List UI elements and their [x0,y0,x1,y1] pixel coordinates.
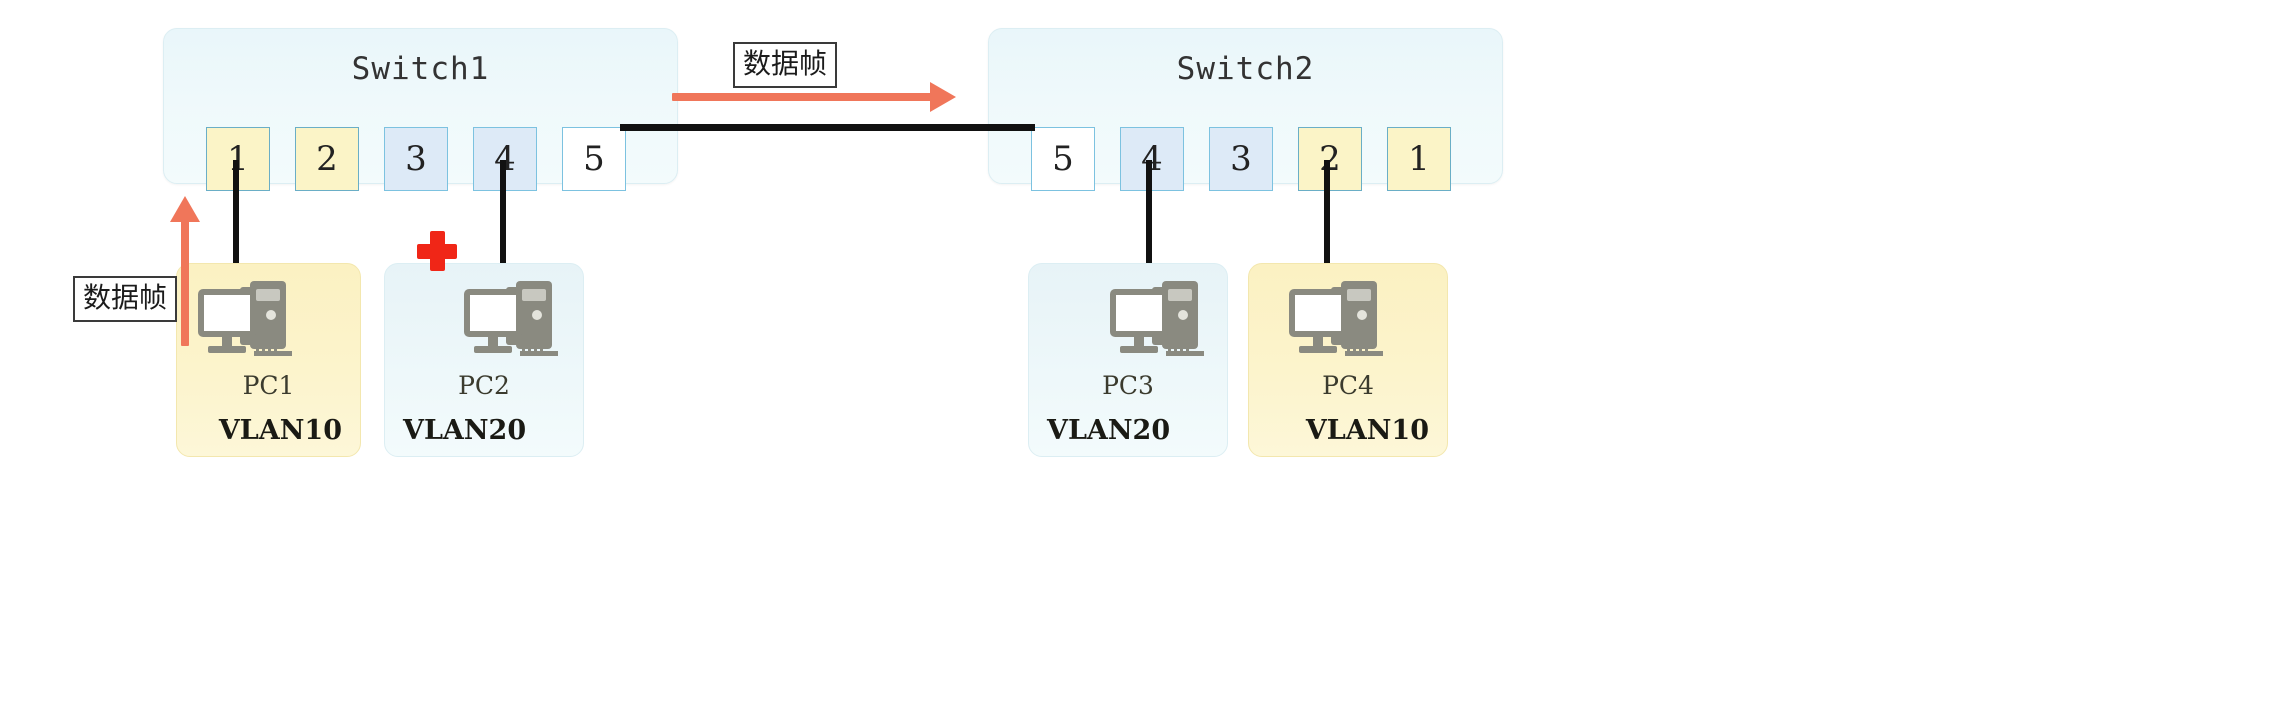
switch2-chassis[interactable]: Switch2 5 4 3 2 1 [988,28,1503,191]
flow-arrow-shaft [672,93,934,101]
source-frame-flow-arrow [170,196,200,346]
host-label-pc4: PC4 [1322,371,1374,400]
pc3-computer-icon [1108,277,1228,371]
pc2-computer-icon [462,277,582,371]
switch2-title: Switch2 [1176,51,1315,87]
link-pc1-to-switch1-port1 [233,160,239,300]
source-frame-label-text: 数据帧 [83,281,168,314]
vlan-badge-pc3: VLAN20 [1047,415,1171,446]
host-label-pc1: PC1 [242,371,295,400]
link-pc3-to-switch2-port4 [1146,160,1152,300]
pc1-computer-icon [196,277,316,371]
flow-arrow-shaft [181,220,189,346]
flow-arrow-head [930,82,956,112]
switch1-title: Switch1 [351,51,490,87]
switch1-port-row: 1 2 3 4 5 [206,127,626,191]
switch2-port-3[interactable]: 3 [1209,127,1273,191]
switch1-chassis[interactable]: Switch1 1 2 3 4 5 [163,28,678,191]
port-spacer [1362,159,1387,160]
port-spacer [1273,159,1298,160]
switch2-port-2[interactable]: 2 [1298,127,1362,191]
switch2-port-row: 5 4 3 2 1 [1031,127,1451,191]
switch1-port-2[interactable]: 2 [295,127,359,191]
port-spacer [1184,159,1209,160]
vlan-badge-pc2: VLAN20 [403,415,527,446]
flow-arrow-head [170,196,200,222]
trunk-frame-label-text: 数据帧 [743,47,828,80]
trunk-frame-flow-arrow [672,82,962,112]
switch1-port-5[interactable]: 5 [562,127,626,191]
trunk-frame-label: 数据帧 [733,42,838,89]
link-pc2-to-switch1-port4 [500,160,506,300]
host-label-pc2: PC2 [458,371,510,400]
blocked-cross-icon [417,231,457,271]
cross-bar-vertical [430,231,445,271]
port-spacer [359,159,384,160]
port-spacer [448,159,473,160]
port-spacer [270,159,295,160]
pc4-computer-icon [1287,277,1407,371]
switch2-port-1[interactable]: 1 [1387,127,1451,191]
source-frame-label: 数据帧 [73,276,178,323]
host-label-pc3: PC3 [1102,371,1154,400]
port-spacer [1095,159,1120,160]
vlan-badge-pc4: VLAN10 [1305,415,1429,446]
port-spacer [537,159,562,160]
trunk-link-cable [620,124,1035,131]
switch1-port-3[interactable]: 3 [384,127,448,191]
switch2-port-4[interactable]: 4 [1120,127,1184,191]
vlan-badge-pc1: VLAN10 [218,415,342,446]
link-pc4-to-switch2-port2 [1324,160,1330,300]
switch2-port-5[interactable]: 5 [1031,127,1095,191]
